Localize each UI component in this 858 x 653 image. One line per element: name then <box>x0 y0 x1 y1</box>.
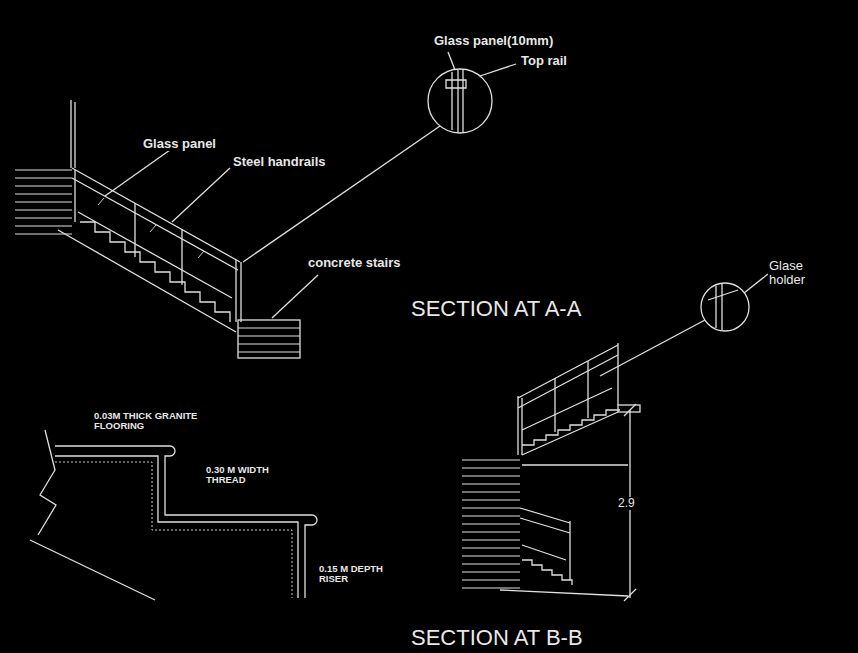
stair-detail <box>30 430 317 600</box>
callout-label: Steel handrails <box>232 155 326 169</box>
dimension-label: 2.9 <box>617 497 636 510</box>
callout-label: Glase holder <box>768 259 825 288</box>
callout-label: Glass panel <box>142 137 217 151</box>
section-title: SECTION AT A-A <box>410 297 582 321</box>
callout-label: 0.15 M DEPTH RISER <box>318 564 395 585</box>
callout-label: 0.03M THICK GRANITE FLOORING <box>93 411 235 432</box>
callout-label: Top rail <box>520 54 568 68</box>
callout-label: 0.30 M WIDTH THREAD <box>205 465 287 486</box>
callout-label: Glass panel(10mm) <box>433 34 554 48</box>
callout-label: concrete stairs <box>307 256 402 270</box>
section-title: SECTION AT B-B <box>410 626 584 650</box>
section-b-b <box>462 274 768 601</box>
